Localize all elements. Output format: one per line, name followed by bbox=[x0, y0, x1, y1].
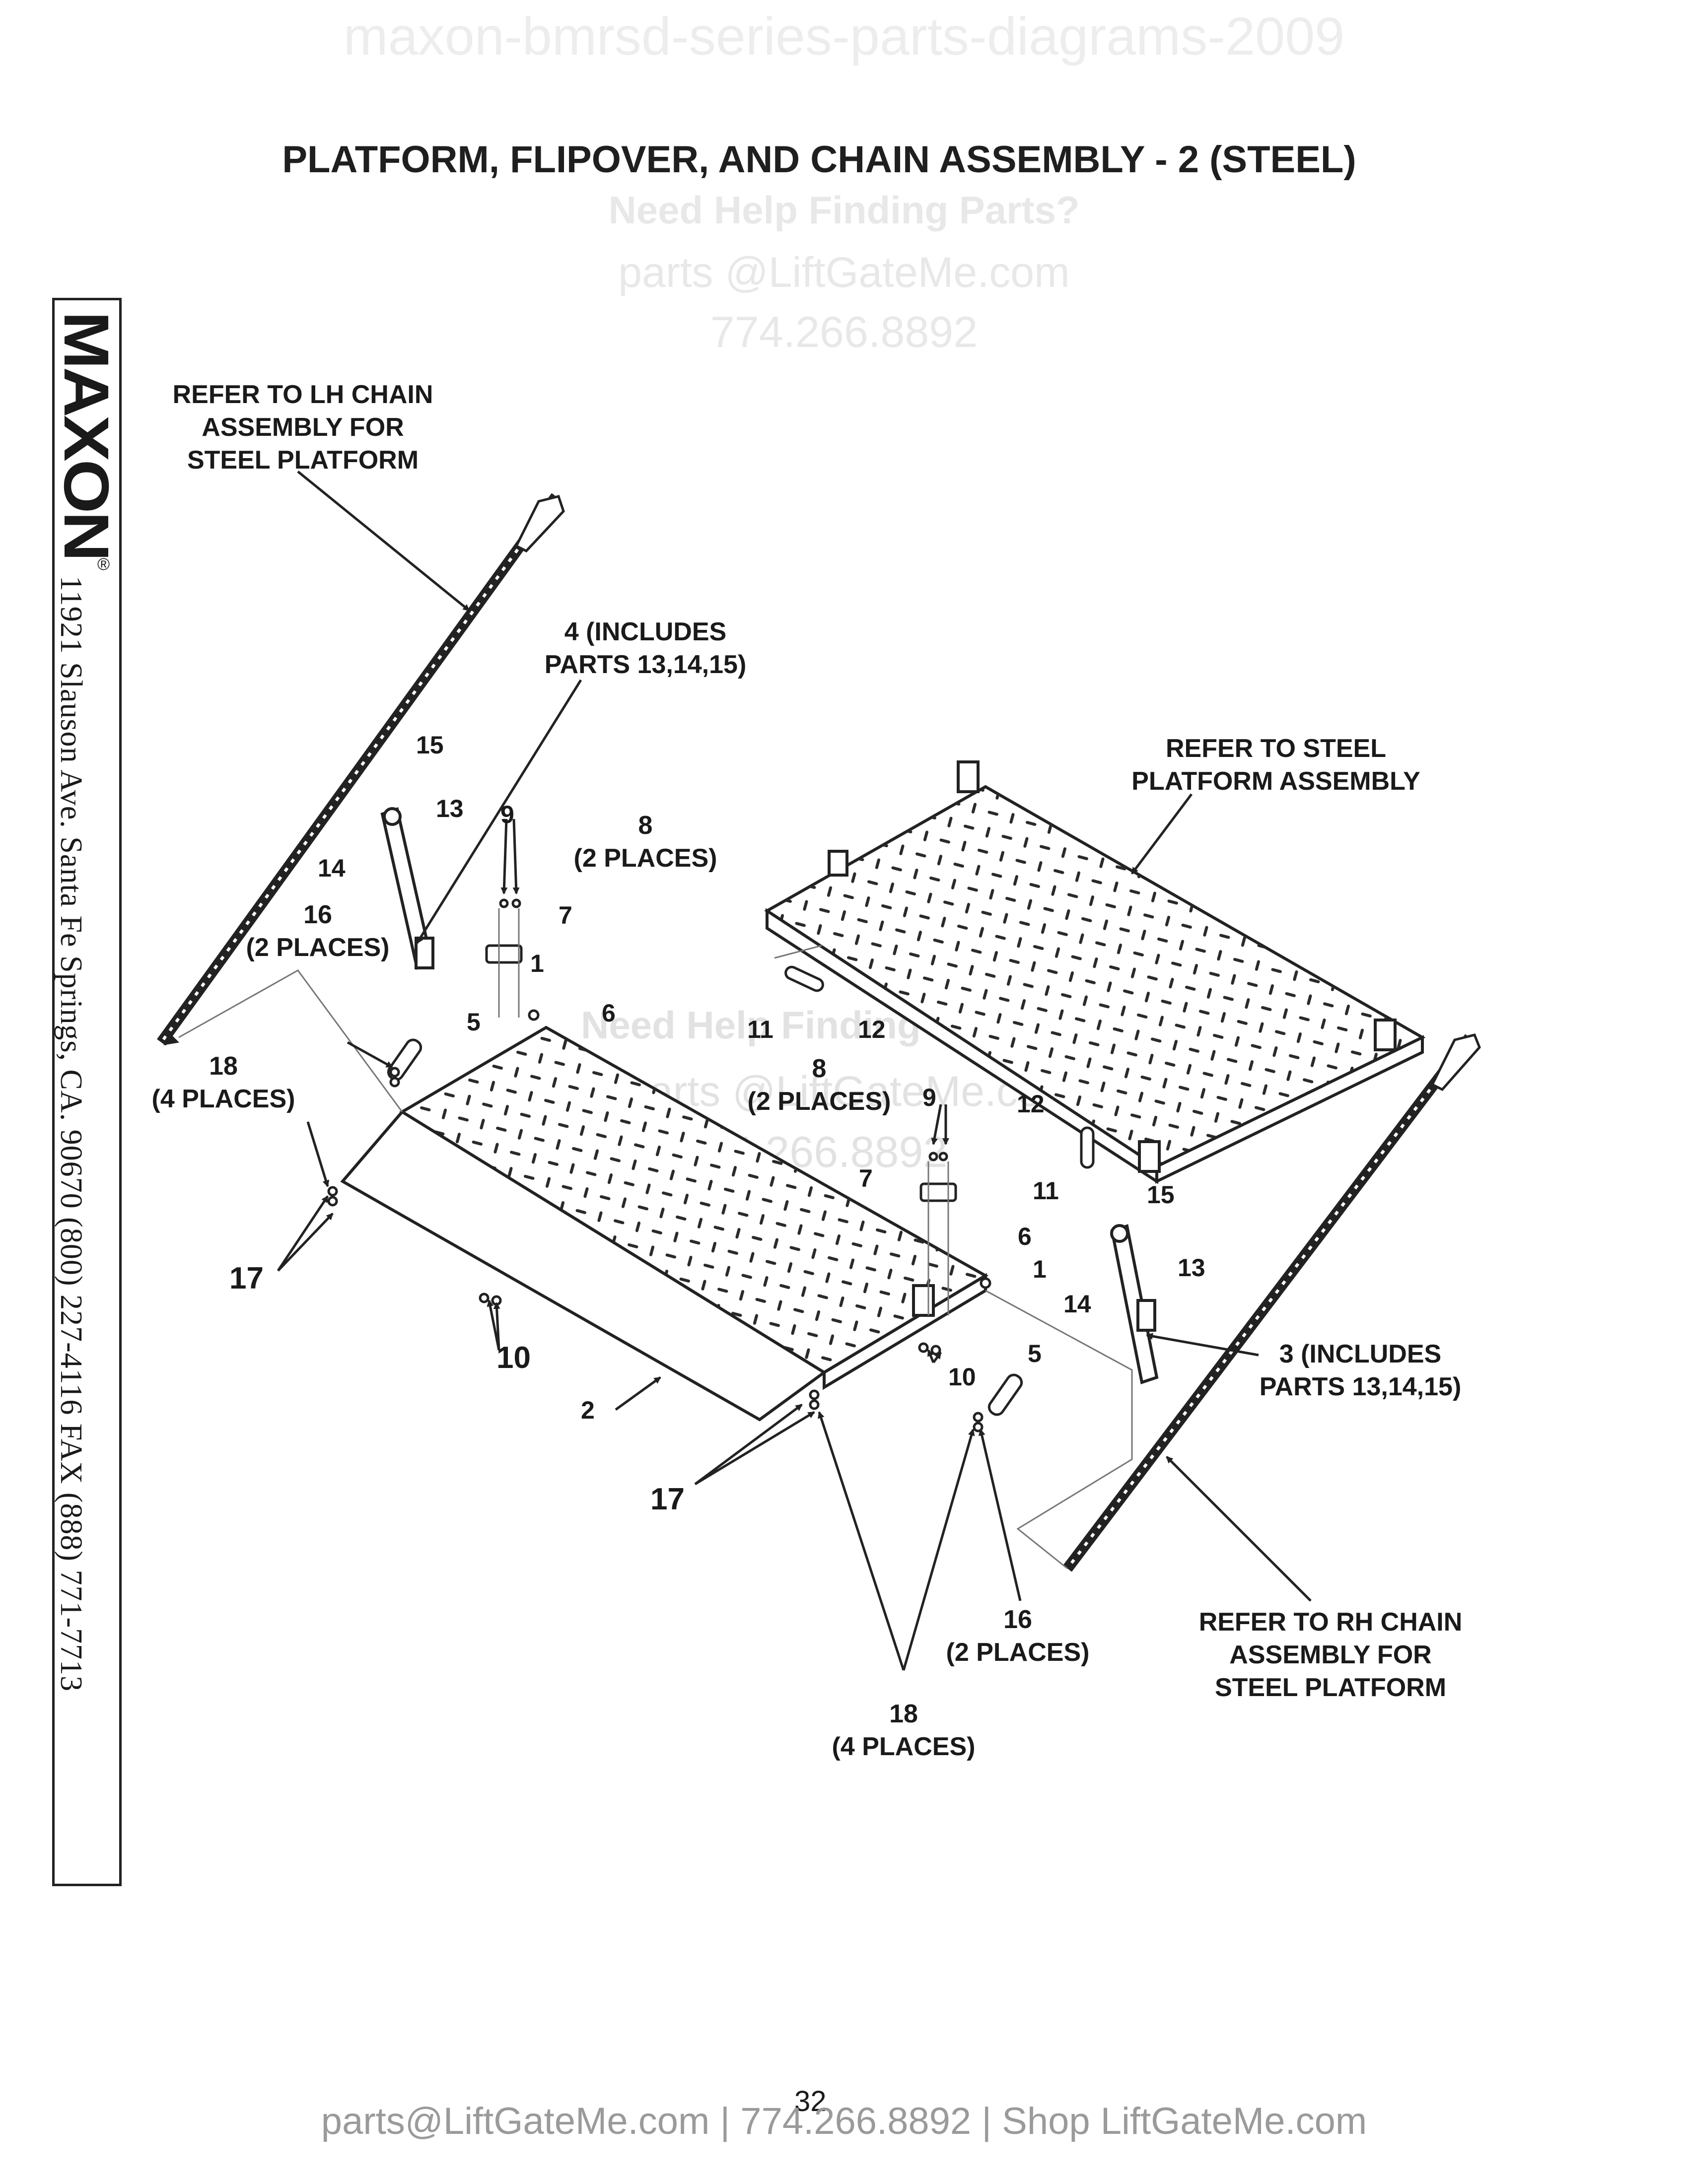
part-number-14-left: 14 bbox=[318, 854, 346, 882]
brand-text: MAXON bbox=[58, 311, 117, 559]
watermark-email: parts @LiftGateMe.com bbox=[618, 249, 1070, 296]
part-number-15-right: 15 bbox=[1147, 1181, 1175, 1209]
part-number-12-top: 12 bbox=[858, 1016, 886, 1043]
part-number-7-right: 7 bbox=[859, 1164, 873, 1192]
watermark-filename: maxon-bmrsd-series-parts-diagrams-2009 bbox=[343, 6, 1345, 66]
part-number-6-left: 6 bbox=[602, 999, 616, 1027]
part-number-17-left: 17 bbox=[229, 1261, 264, 1296]
rh-chain bbox=[1063, 1033, 1481, 1572]
part-number-13-left: 13 bbox=[436, 795, 464, 822]
part-number-10-right: 10 bbox=[948, 1363, 976, 1391]
flipover-platform bbox=[340, 1025, 988, 1422]
part-number-11-right: 11 bbox=[1033, 1177, 1059, 1205]
footer-contact: parts@LiftGateMe.com | 774.266.8892 | Sh… bbox=[321, 2100, 1367, 2142]
callout-part-8-left: 8(2 PLACES) bbox=[573, 811, 717, 873]
steel-platform-right bbox=[764, 760, 1426, 1184]
watermark-help: Need Help Finding Parts? bbox=[608, 188, 1080, 232]
callout-part-8-right: 8(2 PLACES) bbox=[747, 1054, 891, 1116]
part-number-17-bottom: 17 bbox=[650, 1482, 685, 1516]
callout-part-16-left: 16(2 PLACES) bbox=[246, 900, 390, 962]
registered-mark: ® bbox=[97, 555, 110, 574]
page-number: 32 bbox=[794, 2085, 827, 2117]
lever-arms bbox=[380, 807, 1159, 1384]
part-number-12-right: 12 bbox=[1017, 1090, 1045, 1118]
part-number-6-right: 6 bbox=[1018, 1223, 1032, 1250]
reference-lines bbox=[178, 908, 1133, 1570]
maxon-logo: MAXON bbox=[58, 311, 117, 559]
part-number-13-right: 13 bbox=[1178, 1254, 1205, 1282]
callout-part-18-bottom: 18(4 PLACES) bbox=[832, 1700, 976, 1761]
part-number-1-left: 1 bbox=[530, 950, 544, 977]
part-number-10-left: 10 bbox=[496, 1341, 531, 1375]
leader-lines bbox=[277, 471, 1312, 1671]
callout-part-16-right: 16(2 PLACES) bbox=[946, 1605, 1090, 1667]
page-title: PLATFORM, FLIPOVER, AND CHAIN ASSEMBLY -… bbox=[282, 138, 1356, 181]
lh-chain bbox=[157, 493, 565, 1046]
part-number-7-left: 7 bbox=[559, 901, 572, 929]
part-number-9-left: 9 bbox=[500, 801, 514, 828]
watermark-phone: 774.266.8892 bbox=[710, 307, 978, 356]
part-number-9-right: 9 bbox=[922, 1084, 936, 1111]
part-number-15-left: 15 bbox=[416, 731, 444, 759]
part-number-2: 2 bbox=[581, 1396, 595, 1424]
part-number-5-right: 5 bbox=[1028, 1340, 1042, 1367]
part-number-1-right: 1 bbox=[1033, 1255, 1047, 1283]
part-number-14-right: 14 bbox=[1063, 1290, 1091, 1318]
callout-part-18-left: 18(4 PLACES) bbox=[151, 1052, 295, 1113]
part-number-11-top: 11 bbox=[747, 1016, 774, 1043]
company-sidebar bbox=[52, 298, 122, 1886]
part-number-5-left: 5 bbox=[467, 1008, 481, 1036]
